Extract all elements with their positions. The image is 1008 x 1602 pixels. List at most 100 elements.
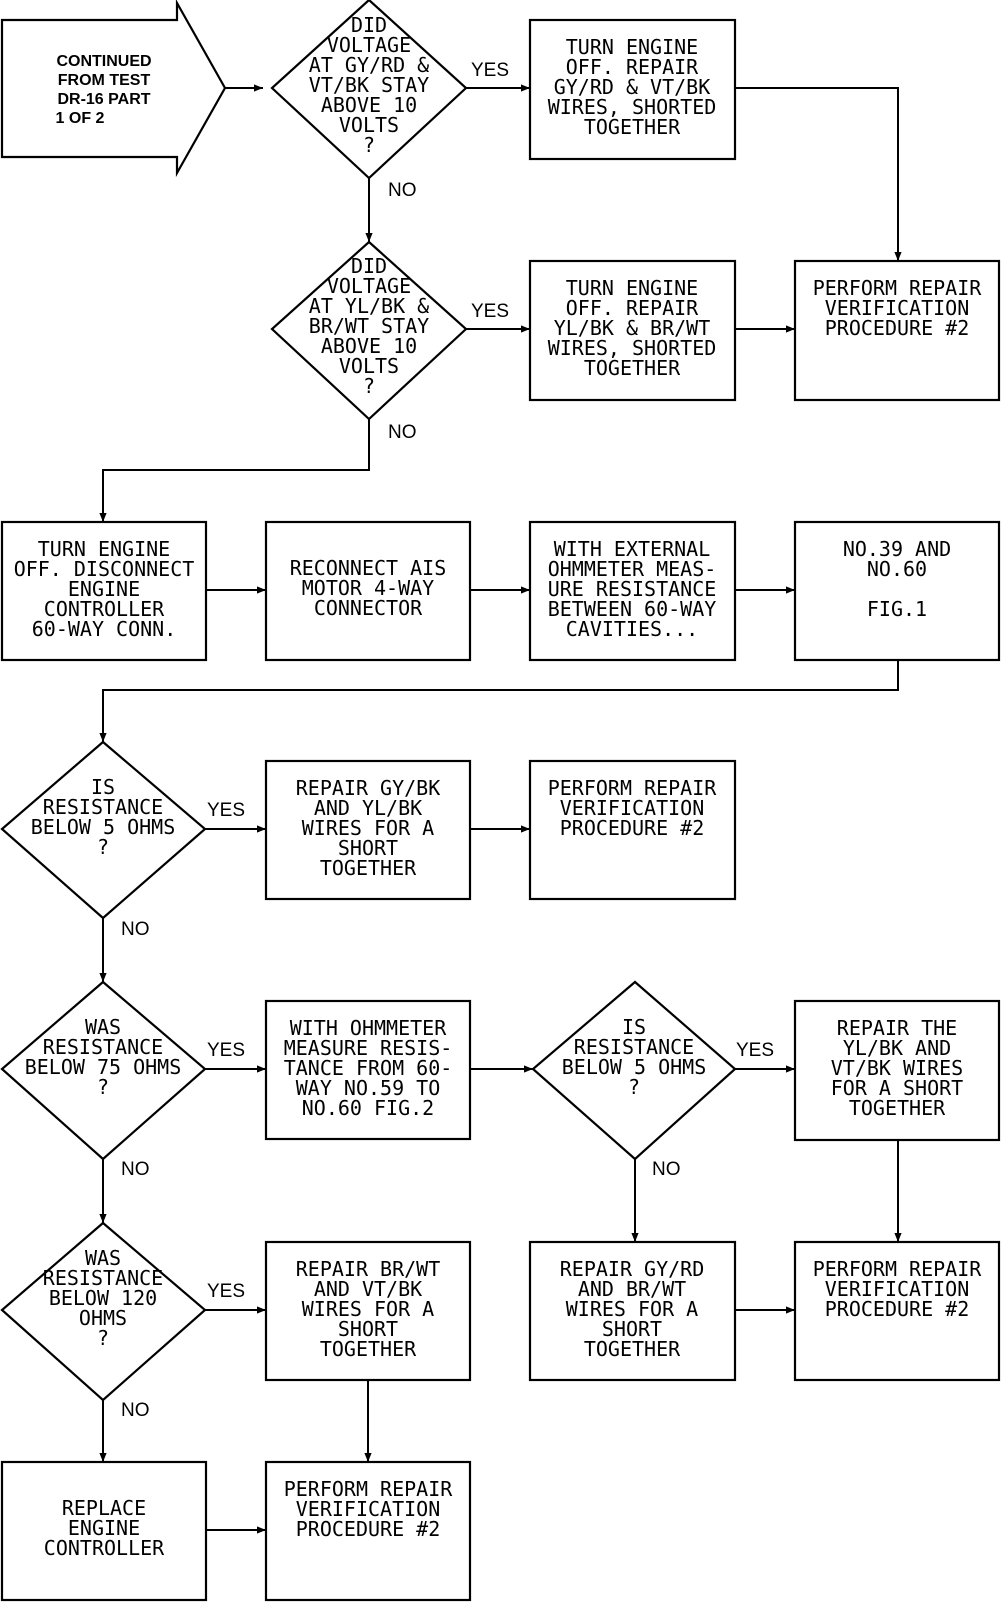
b10-line-3: TANCE FROM 60- bbox=[284, 1056, 453, 1080]
b1-line-5: TOGETHER bbox=[584, 115, 681, 139]
b12-line-1: REPAIR BR/WT bbox=[296, 1257, 441, 1281]
b6-box bbox=[528, 520, 737, 662]
b13-label: REPAIR GY/RD AND BR/WT WIRES FOR A SHORT… bbox=[560, 1257, 705, 1361]
start-line-1: CONTINUED bbox=[56, 53, 151, 70]
b14-line-1: PERFORM REPAIR bbox=[813, 1257, 983, 1281]
d5-diamond bbox=[531, 980, 737, 1161]
b3-line-3: PROCEDURE #2 bbox=[825, 316, 970, 340]
d2-line-6: VOLTS bbox=[339, 354, 399, 378]
b2-line-2: OFF. REPAIR bbox=[566, 296, 699, 320]
b9-box bbox=[528, 759, 737, 901]
b6-line-3: URE RESISTANCE bbox=[548, 577, 717, 601]
b13-line-5: TOGETHER bbox=[584, 1337, 681, 1361]
b5-line-2: MOTOR 4-WAY bbox=[302, 576, 434, 600]
b15-box bbox=[0, 1460, 208, 1602]
b14-line-3: PROCEDURE #2 bbox=[825, 1297, 970, 1321]
b12-label: REPAIR BR/WT AND VT/BK WIRES FOR A SHORT… bbox=[296, 1257, 441, 1361]
b8-box bbox=[264, 759, 472, 901]
b12-line-4: SHORT bbox=[338, 1317, 398, 1341]
d1-yes-label: YES bbox=[471, 60, 509, 81]
b10-line-1: WITH OHMMETER bbox=[290, 1016, 447, 1040]
b6-line-2: OHMMETER MEAS- bbox=[548, 557, 717, 581]
b6-line-1: WITH EXTERNAL bbox=[554, 537, 711, 561]
d5-line-4: ? bbox=[628, 1075, 640, 1099]
d5-yes-label: YES bbox=[736, 1040, 774, 1061]
b1-box bbox=[528, 18, 737, 161]
b4-line-1: TURN ENGINE bbox=[38, 537, 170, 561]
b8-line-2: AND YL/BK bbox=[314, 796, 422, 820]
b2-box bbox=[528, 259, 737, 402]
d3-line-3: BELOW 5 OHMS bbox=[31, 815, 176, 839]
connector-d2-b4 bbox=[99, 419, 370, 522]
b13-box bbox=[528, 1240, 737, 1382]
d5-line-3: BELOW 5 OHMS bbox=[562, 1055, 707, 1079]
d5-no-label: NO bbox=[652, 1159, 681, 1180]
start-line-3: DR-16 PART bbox=[57, 91, 150, 108]
b2-line-1: TURN ENGINE bbox=[566, 276, 698, 300]
b6-line-5: CAVITIES... bbox=[566, 617, 698, 641]
d4-line-1: WAS bbox=[85, 1015, 121, 1039]
d1-line-4: VT/BK STAY bbox=[309, 73, 429, 97]
b15-label: REPLACE ENGINE CONTROLLER bbox=[44, 1496, 165, 1560]
b7-box bbox=[793, 520, 1001, 662]
b7-line-1: NO.39 AND bbox=[843, 537, 951, 561]
b13-line-1: REPAIR GY/RD bbox=[560, 1257, 705, 1281]
d2-label: DID VOLTAGE AT YL/BK & BR/WT STAY ABOVE … bbox=[309, 254, 429, 398]
d1-no-label: NO bbox=[388, 180, 417, 201]
d3-line-2: RESISTANCE bbox=[43, 795, 163, 819]
b10-label: WITH OHMMETER MEASURE RESIS- TANCE FROM … bbox=[284, 1016, 453, 1120]
b9-label: PERFORM REPAIR VERIFICATION PROCEDURE #2 bbox=[548, 776, 718, 840]
d3-diamond bbox=[0, 740, 207, 920]
connectors bbox=[99, 84, 902, 1534]
b15-line-3: CONTROLLER bbox=[44, 1536, 165, 1560]
b1-line-1: TURN ENGINE bbox=[566, 35, 698, 59]
start-line-4: 1 OF 2 bbox=[56, 110, 105, 127]
b5-label: RECONNECT AIS MOTOR 4-WAY CONNECTOR bbox=[290, 556, 447, 620]
d5-label: IS RESISTANCE BELOW 5 OHMS ? bbox=[562, 1015, 707, 1099]
b4-line-2: OFF. DISCONNECT bbox=[14, 557, 195, 581]
b9-line-2: VERIFICATION bbox=[560, 796, 705, 820]
d6-label: WAS RESISTANCE BELOW 120 OHMS ? bbox=[43, 1246, 163, 1350]
b15-line-2: ENGINE bbox=[68, 1516, 140, 1540]
b1-line-3: GY/RD & VT/BK bbox=[554, 75, 711, 99]
b12-line-3: WIRES FOR A bbox=[302, 1297, 434, 1321]
b11-line-1: REPAIR THE bbox=[837, 1016, 957, 1040]
d2-line-1: DID bbox=[351, 254, 387, 278]
d5-line-2: RESISTANCE bbox=[574, 1035, 694, 1059]
d3-yes-label: YES bbox=[207, 800, 245, 821]
b3-line-2: VERIFICATION bbox=[825, 296, 970, 320]
d3-no-label: NO bbox=[121, 919, 150, 940]
d4-label: WAS RESISTANCE BELOW 75 OHMS ? bbox=[25, 1015, 182, 1099]
d2-yes-label: YES bbox=[471, 301, 509, 322]
b7-label: NO.39 AND NO.60 FIG.1 bbox=[843, 537, 951, 621]
b12-line-5: TOGETHER bbox=[320, 1337, 417, 1361]
d4-line-2: RESISTANCE bbox=[43, 1035, 163, 1059]
b6-label: WITH EXTERNAL OHMMETER MEAS- URE RESISTA… bbox=[548, 537, 717, 641]
d6-line-1: WAS bbox=[85, 1246, 121, 1270]
start-arrow-shape bbox=[0, 0, 227, 178]
b5-line-1: RECONNECT AIS bbox=[290, 556, 447, 580]
d2-line-4: BR/WT STAY bbox=[309, 314, 429, 338]
d3-label: IS RESISTANCE BELOW 5 OHMS ? bbox=[31, 775, 176, 859]
b9-line-1: PERFORM REPAIR bbox=[548, 776, 718, 800]
d5-line-1: IS bbox=[622, 1015, 646, 1039]
b11-label: REPAIR THE YL/BK AND VT/BK WIRES FOR A S… bbox=[831, 1016, 963, 1120]
d1-line-1: DID bbox=[351, 13, 387, 37]
b8-line-1: REPAIR GY/BK bbox=[296, 776, 441, 800]
b14-box bbox=[793, 1240, 1001, 1382]
b3-box bbox=[793, 259, 1001, 402]
d6-no-label: NO bbox=[121, 1400, 150, 1421]
d1-line-2: VOLTAGE bbox=[327, 33, 411, 57]
b4-line-3: ENGINE bbox=[68, 577, 140, 601]
b3-label: PERFORM REPAIR VERIFICATION PROCEDURE #2 bbox=[813, 276, 983, 340]
d6-line-4: OHMS bbox=[79, 1306, 127, 1330]
b16-line-3: PROCEDURE #2 bbox=[296, 1517, 441, 1541]
b16-line-1: PERFORM REPAIR bbox=[284, 1477, 454, 1501]
b10-line-5: NO.60 FIG.2 bbox=[302, 1096, 434, 1120]
b12-box bbox=[264, 1240, 472, 1382]
b14-line-2: VERIFICATION bbox=[825, 1277, 970, 1301]
b4-box bbox=[0, 520, 208, 662]
b3-line-1: PERFORM REPAIR bbox=[813, 276, 983, 300]
